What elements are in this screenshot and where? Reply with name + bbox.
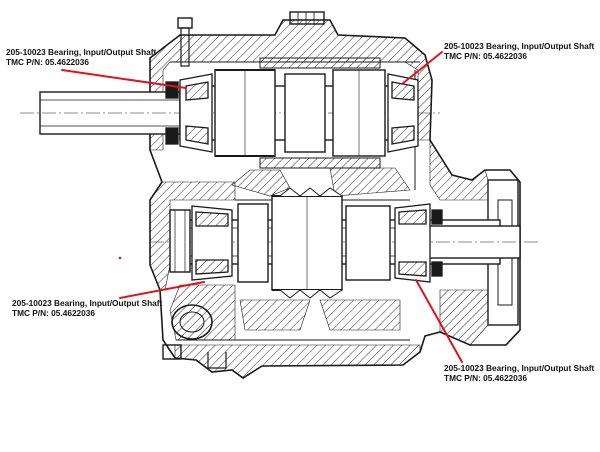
bearing-lower-right: [394, 203, 443, 283]
leader-line-bottom-left: [119, 281, 205, 299]
upper-gear-cluster: [214, 57, 386, 169]
callout-part-name: 205-10023 Bearing, Input/Output Shaft: [12, 298, 163, 308]
stray-red-dot: [118, 256, 122, 260]
callout-part-number: TMC P/N: 05.4622036: [444, 373, 528, 383]
callout-part-name: 205-10023 Bearing, Input/Output Shaft: [6, 47, 157, 57]
callout-label-bottom-right: 205-10023 Bearing, Input/Output Shaft TM…: [444, 363, 594, 383]
callout-leader-lines: [61, 51, 463, 363]
callout-label-top-left: 205-10023 Bearing, Input/Output Shaft TM…: [6, 47, 156, 67]
callout-part-number: TMC P/N: 05.4622036: [6, 57, 90, 67]
output-shaft-end-cap: [169, 209, 191, 273]
callout-label-top-right: 205-10023 Bearing, Input/Output Shaft TM…: [444, 41, 594, 61]
callout-part-name: 205-10023 Bearing, Input/Output Shaft: [444, 363, 595, 373]
callout-part-name: 205-10023 Bearing, Input/Output Shaft: [444, 41, 595, 51]
bearing-upper-right: [387, 73, 419, 153]
housing-section-hatching: [149, 19, 489, 379]
bearing-lower-left: [191, 205, 233, 281]
callout-label-bottom-left: 205-10023 Bearing, Input/Output Shaft TM…: [12, 298, 162, 318]
lower-gear-cluster: [237, 187, 391, 299]
leader-line-top-right: [401, 51, 443, 85]
callout-part-number: TMC P/N: 05.4622036: [12, 308, 96, 318]
leader-line-top-left: [61, 69, 187, 89]
leader-line-bottom-right: [415, 279, 463, 363]
callout-part-number: TMC P/N: 05.4622036: [444, 51, 528, 61]
